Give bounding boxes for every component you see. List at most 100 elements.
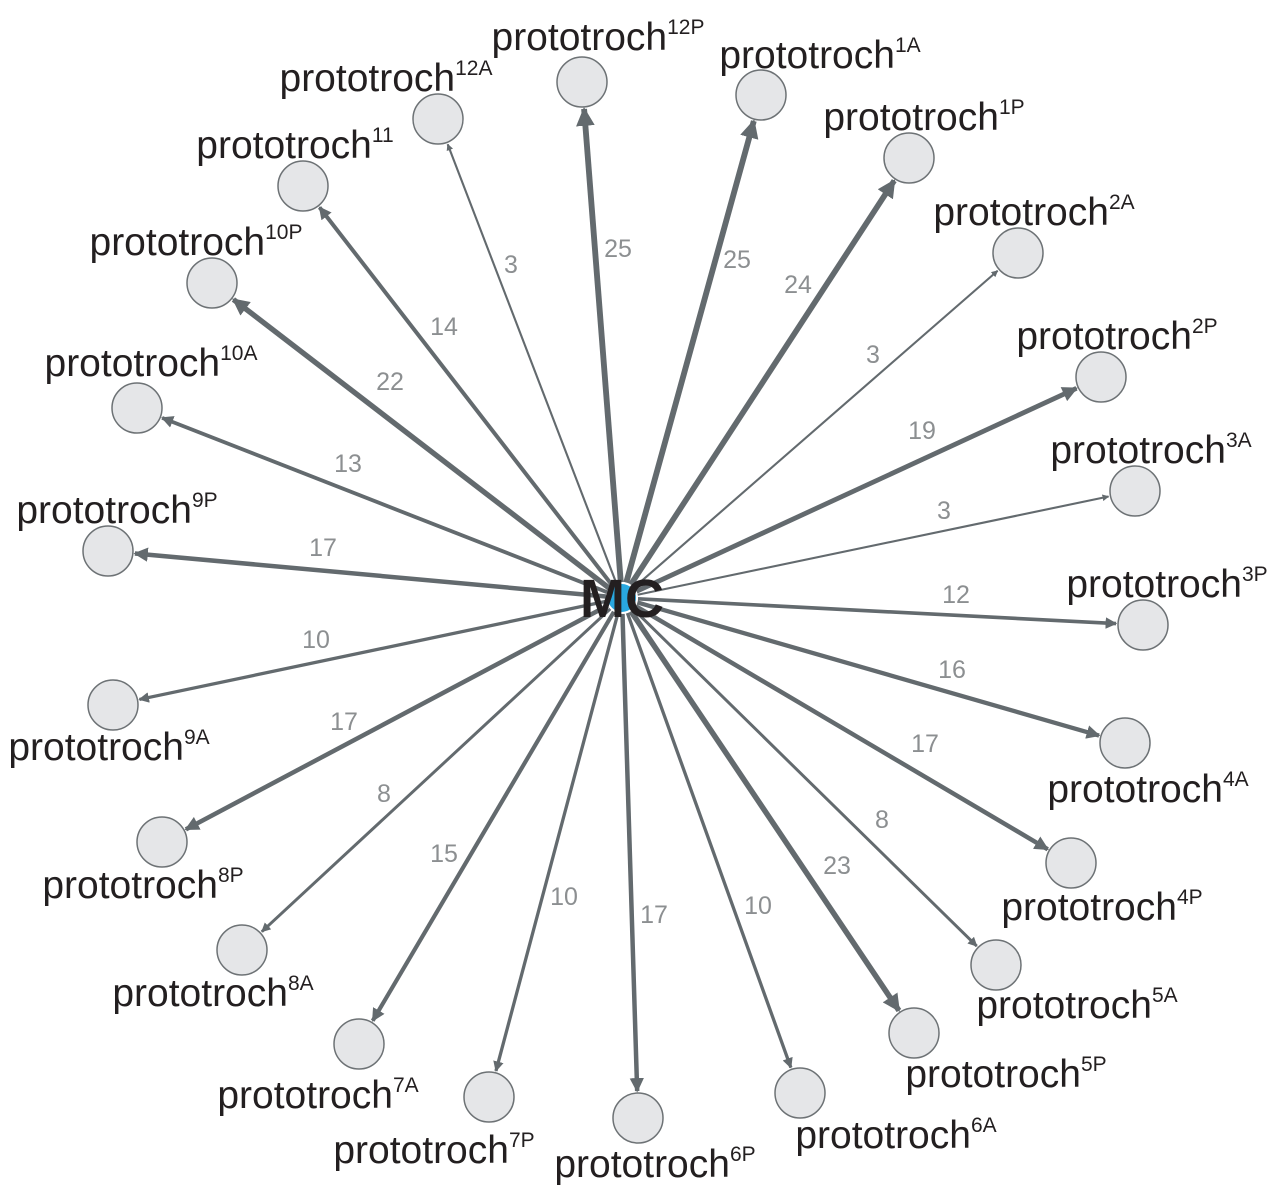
node-label-4P: prototroch4P <box>1001 886 1202 929</box>
node-label-base: prototroch <box>719 34 895 77</box>
edge-weight-8P: 17 <box>330 708 358 736</box>
node-1A <box>735 69 787 121</box>
node-label-superscript: 1A <box>895 34 921 57</box>
node-label-7A: prototroch7A <box>217 1074 418 1117</box>
edge-weight-6P: 17 <box>640 901 668 929</box>
node-label-1P: prototroch1P <box>823 96 1024 139</box>
edge-weight-10P: 22 <box>376 368 404 396</box>
edge-weight-2P: 19 <box>908 417 936 445</box>
node-label-base: prototroch <box>280 57 456 100</box>
node-label-superscript: 6P <box>730 1143 756 1166</box>
edge-weight-8A: 8 <box>377 780 391 808</box>
node-label-superscript: 12A <box>455 57 492 80</box>
node-label-2P: prototroch2P <box>1016 315 1217 358</box>
edge-9A <box>138 599 607 703</box>
edge-weight-5P: 23 <box>823 852 851 880</box>
node-label-base: prototroch <box>933 191 1109 234</box>
edge-weight-1P: 24 <box>784 271 812 299</box>
node-label-superscript: 9A <box>184 726 210 749</box>
hub-label: MC <box>580 569 664 629</box>
edge-4A <box>636 600 1101 739</box>
edge-1A <box>623 119 759 584</box>
node-label-base: prototroch <box>1001 886 1177 929</box>
edge-4P <box>634 604 1049 852</box>
node-label-9P: prototroch9P <box>16 489 217 532</box>
node-label-3A: prototroch3A <box>1050 429 1251 472</box>
edge-12A <box>446 143 618 584</box>
edge-weight-4P: 17 <box>911 730 939 758</box>
node-label-superscript: 7P <box>509 1129 535 1152</box>
node-label-7P: prototroch7P <box>333 1129 534 1172</box>
node-label-6A: prototroch6A <box>795 1114 996 1157</box>
node-label-superscript: 12P <box>667 16 704 39</box>
edge-1P <box>628 179 897 587</box>
node-label-superscript: 3A <box>1226 429 1252 452</box>
edge-weight-12P: 25 <box>604 235 632 263</box>
node-8A <box>216 924 268 976</box>
edge-weight-11: 14 <box>430 313 458 341</box>
edge-2P <box>635 386 1078 594</box>
edge-weight-5A: 8 <box>875 806 889 834</box>
node-label-base: prototroch <box>795 1114 971 1157</box>
node-label-5A: prototroch5A <box>976 984 1177 1027</box>
node-label-4A: prototroch4A <box>1047 768 1248 811</box>
node-label-base: prototroch <box>333 1129 509 1172</box>
node-label-base: prototroch <box>1016 315 1192 358</box>
edge-weight-3A: 3 <box>937 497 951 525</box>
edge-weight-9P: 17 <box>309 534 337 562</box>
node-label-base: prototroch <box>112 972 288 1015</box>
node-label-base: prototroch <box>196 124 372 167</box>
node-2P <box>1075 351 1127 403</box>
node-label-8A: prototroch8A <box>112 972 313 1015</box>
node-label-superscript: 7A <box>393 1074 419 1097</box>
node-label-base: prototroch <box>1047 768 1223 811</box>
node-label-superscript: 4A <box>1223 768 1249 791</box>
node-label-2A: prototroch2A <box>933 191 1134 234</box>
edge-6P <box>620 613 644 1093</box>
edge-12P <box>576 107 624 583</box>
edge-6A <box>625 612 793 1069</box>
node-label-9A: prototroch9A <box>8 726 209 769</box>
node-label-1A: prototroch1A <box>719 34 920 77</box>
edge-weight-1A: 25 <box>723 246 751 274</box>
node-label-3P: prototroch3P <box>1066 563 1267 606</box>
node-label-superscript: 1P <box>999 96 1025 119</box>
edge-weight-12A: 3 <box>504 251 518 279</box>
node-6P <box>612 1092 664 1144</box>
node-label-10A: prototroch10A <box>45 342 258 385</box>
node-label-12A: prototroch12A <box>280 57 493 100</box>
edge-8A <box>260 607 612 933</box>
node-label-base: prototroch <box>45 342 221 385</box>
edge-weight-6A: 10 <box>744 892 772 920</box>
node-3A <box>1109 465 1161 517</box>
node-label-base: prototroch <box>1050 429 1226 472</box>
node-6A <box>774 1067 826 1119</box>
hub: MC <box>580 569 664 629</box>
node-10A <box>111 382 163 434</box>
node-label-5P: prototroch5P <box>905 1053 1106 1096</box>
node-label-11: prototroch11 <box>196 124 393 167</box>
edge-3P <box>637 597 1118 629</box>
edge-5A <box>632 608 978 948</box>
node-10P <box>186 257 238 309</box>
node-label-base: prototroch <box>905 1053 1081 1096</box>
edge-weight-9A: 10 <box>302 626 330 654</box>
node-label-base: prototroch <box>823 96 999 139</box>
node-label-superscript: 2A <box>1109 191 1135 214</box>
node-label-base: prototroch <box>492 16 668 59</box>
edge-weight-4A: 16 <box>938 656 966 684</box>
node-label-base: prototroch <box>217 1074 393 1117</box>
node-label-superscript: 4P <box>1177 886 1203 909</box>
node-label-superscript: 2P <box>1192 315 1218 338</box>
node-label-superscript: 5A <box>1152 984 1178 1007</box>
edge-weight-10A: 13 <box>334 450 362 478</box>
edge-weight-2A: 3 <box>866 341 880 369</box>
edge-weight-3P: 12 <box>942 581 970 609</box>
node-label-base: prototroch <box>8 726 184 769</box>
node-12A <box>412 93 464 145</box>
node-8P <box>136 816 188 868</box>
node-label-superscript: 11 <box>372 124 394 147</box>
node-3P <box>1117 599 1169 651</box>
edge-weight-7A: 15 <box>430 840 458 868</box>
edge-2A <box>633 269 999 589</box>
